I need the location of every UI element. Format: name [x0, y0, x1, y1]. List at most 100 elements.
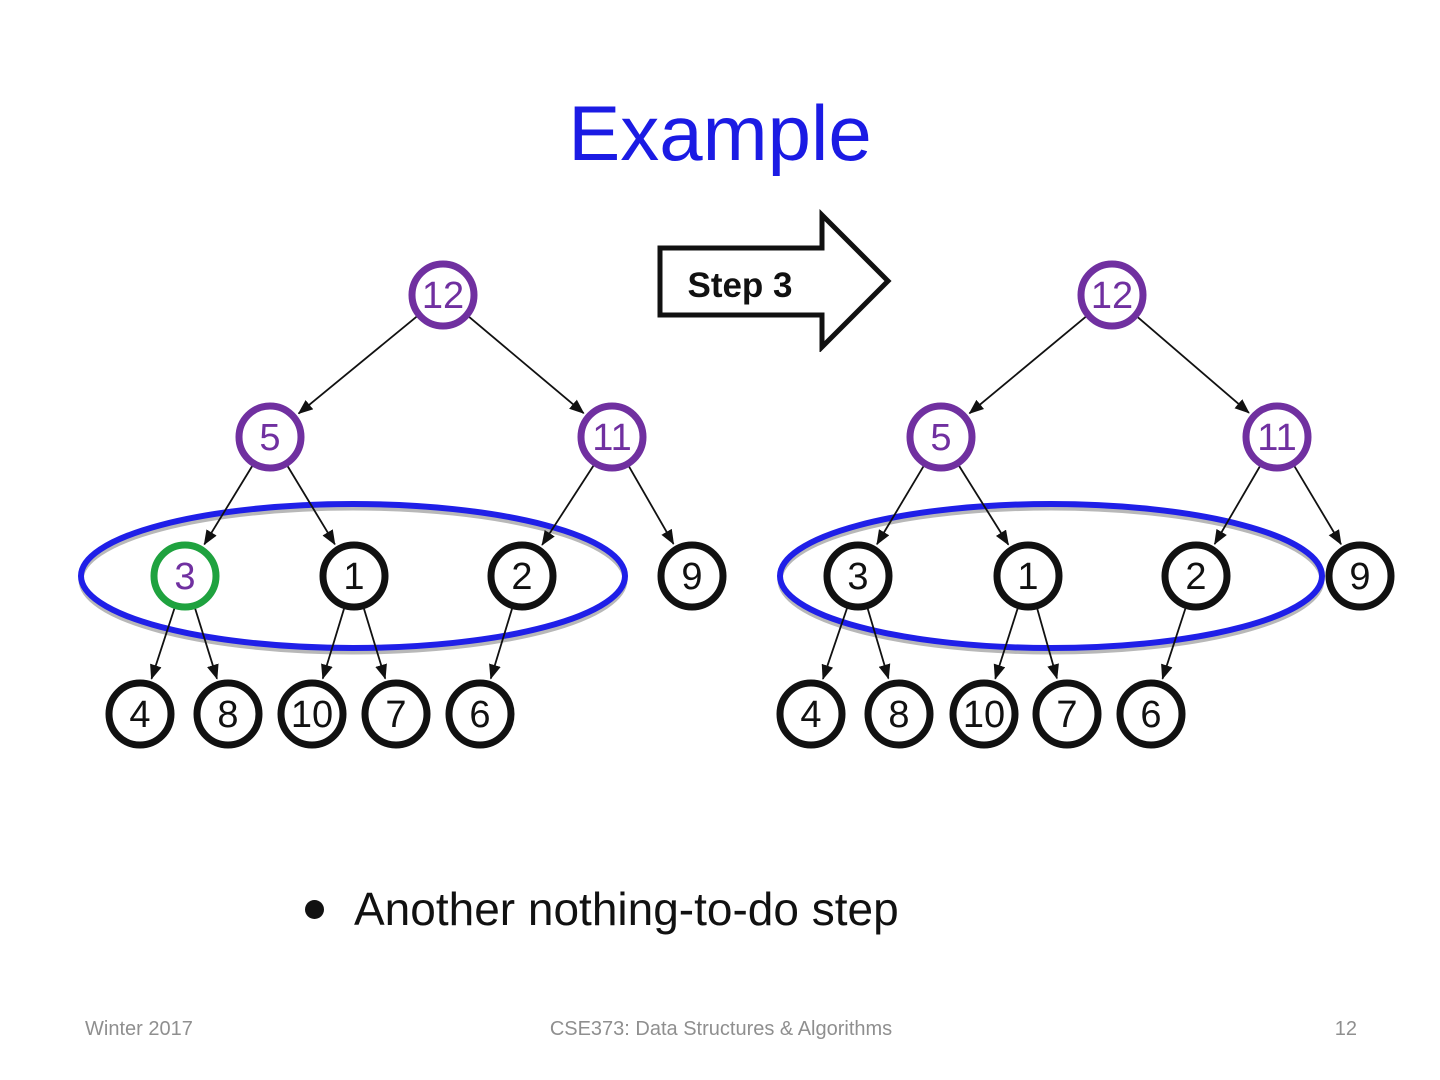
tree-edge — [1036, 607, 1059, 680]
footer-course: CSE373: Data Structures & Algorithms — [549, 1018, 893, 1040]
tree-node-label: 8 — [888, 694, 909, 736]
footer-page-number: 12 — [1334, 1018, 1357, 1040]
tree-node-label: 8 — [217, 694, 238, 736]
tree-node-label: 1 — [1017, 556, 1038, 598]
tree-node-3: 3 — [823, 541, 893, 611]
tree-node-label: 5 — [930, 417, 951, 459]
tree-node-7: 7 — [1032, 679, 1102, 749]
tree-edge — [968, 315, 1088, 415]
tree-node-9: 9 — [1325, 541, 1395, 611]
tree-edge — [627, 465, 675, 545]
tree-node-circle — [277, 679, 347, 749]
tree-node-circle — [776, 679, 846, 749]
tree-node-11: 11 — [1242, 402, 1312, 472]
tree-node-label: 6 — [1140, 694, 1161, 736]
step-arrow: Step 3 — [657, 208, 892, 352]
tree-node-circle — [577, 402, 647, 472]
group-ellipse — [78, 501, 628, 651]
tree-node-label: 3 — [847, 556, 868, 598]
tree-edge — [203, 464, 254, 546]
tree-node-12: 12 — [408, 260, 478, 330]
tree-node-circle — [949, 679, 1019, 749]
tree-node-label: 9 — [681, 556, 702, 598]
tree-node-label: 2 — [1185, 556, 1206, 598]
tree-node-circle — [319, 541, 389, 611]
tree-node-2: 2 — [487, 541, 557, 611]
tree-edge — [866, 607, 891, 680]
tree-edge — [1136, 315, 1250, 414]
tree-node-4: 4 — [105, 679, 175, 749]
tree-node-4: 4 — [776, 679, 846, 749]
tree-node-circle — [657, 541, 727, 611]
bullet-text: Another nothing-to-do step — [354, 883, 899, 935]
tree-node-label: 12 — [422, 275, 464, 317]
tree-edge — [150, 607, 176, 680]
tree-node-circle — [487, 541, 557, 611]
group-ellipse — [777, 501, 1325, 651]
tree-edge — [467, 315, 585, 414]
tree-node-8: 8 — [864, 679, 934, 749]
tree-node-label: 7 — [1056, 694, 1077, 736]
tree-node-label: 3 — [174, 556, 195, 598]
tree-node-circle — [1242, 402, 1312, 472]
tree-node-7: 7 — [361, 679, 431, 749]
step-arrow-shape — [657, 208, 892, 352]
tree-node-circle — [993, 541, 1063, 611]
bullet-line: Another nothing-to-do step — [305, 882, 1380, 936]
tree-node-label: 7 — [385, 694, 406, 736]
step-arrow-label: Step 3 — [687, 266, 792, 305]
tree-node-label: 4 — [129, 694, 150, 736]
tree-node-11: 11 — [577, 402, 647, 472]
tree-node-5: 5 — [906, 402, 976, 472]
tree-node-circle — [1116, 679, 1186, 749]
tree-node-circle — [823, 541, 893, 611]
tree-edge — [1213, 465, 1262, 545]
tree-node-circle — [408, 260, 478, 330]
tree-node-label: 4 — [800, 694, 821, 736]
tree-node-circle — [193, 679, 263, 749]
tree-node-label: 5 — [259, 417, 280, 459]
tree-node-3: 3 — [150, 541, 220, 611]
tree-node-label: 10 — [963, 694, 1005, 736]
bullet-dot-icon — [305, 899, 324, 919]
tree-edge — [297, 315, 419, 415]
tree-node-10: 10 — [949, 679, 1019, 749]
tree-node-6: 6 — [445, 679, 515, 749]
tree-node-5: 5 — [235, 402, 305, 472]
tree-edge — [321, 607, 346, 680]
tree-node-circle — [906, 402, 976, 472]
tree-edge — [193, 607, 219, 680]
tree-edge — [957, 464, 1010, 546]
tree-edge — [876, 464, 925, 546]
tree-node-circle — [1077, 260, 1147, 330]
tree-node-circle — [864, 679, 934, 749]
tree-node-circle — [1161, 541, 1231, 611]
tree-edge — [1161, 607, 1187, 680]
tree-node-label: 1 — [343, 556, 364, 598]
tree-node-label: 6 — [469, 694, 490, 736]
tree-edge — [286, 464, 336, 546]
tree-edge — [362, 607, 387, 680]
tree-node-circle — [150, 541, 220, 611]
tree-node-circle — [235, 402, 305, 472]
tree-node-1: 1 — [319, 541, 389, 611]
tree-node-label: 11 — [1257, 417, 1296, 459]
tree-node-2: 2 — [1161, 541, 1231, 611]
slide-title: Example — [568, 89, 872, 177]
tree-edge — [993, 607, 1019, 680]
tree-node-label: 12 — [1091, 275, 1133, 317]
tree-node-circle — [1325, 541, 1395, 611]
tree-node-label: 9 — [1349, 556, 1370, 598]
tree-node-label: 2 — [511, 556, 532, 598]
tree-node-8: 8 — [193, 679, 263, 749]
footer-term: Winter 2017 — [85, 1018, 193, 1040]
tree-edge — [1293, 464, 1342, 546]
tree-edge — [489, 607, 514, 680]
tree-node-circle — [361, 679, 431, 749]
tree-node-circle — [1032, 679, 1102, 749]
tree-node-1: 1 — [993, 541, 1063, 611]
